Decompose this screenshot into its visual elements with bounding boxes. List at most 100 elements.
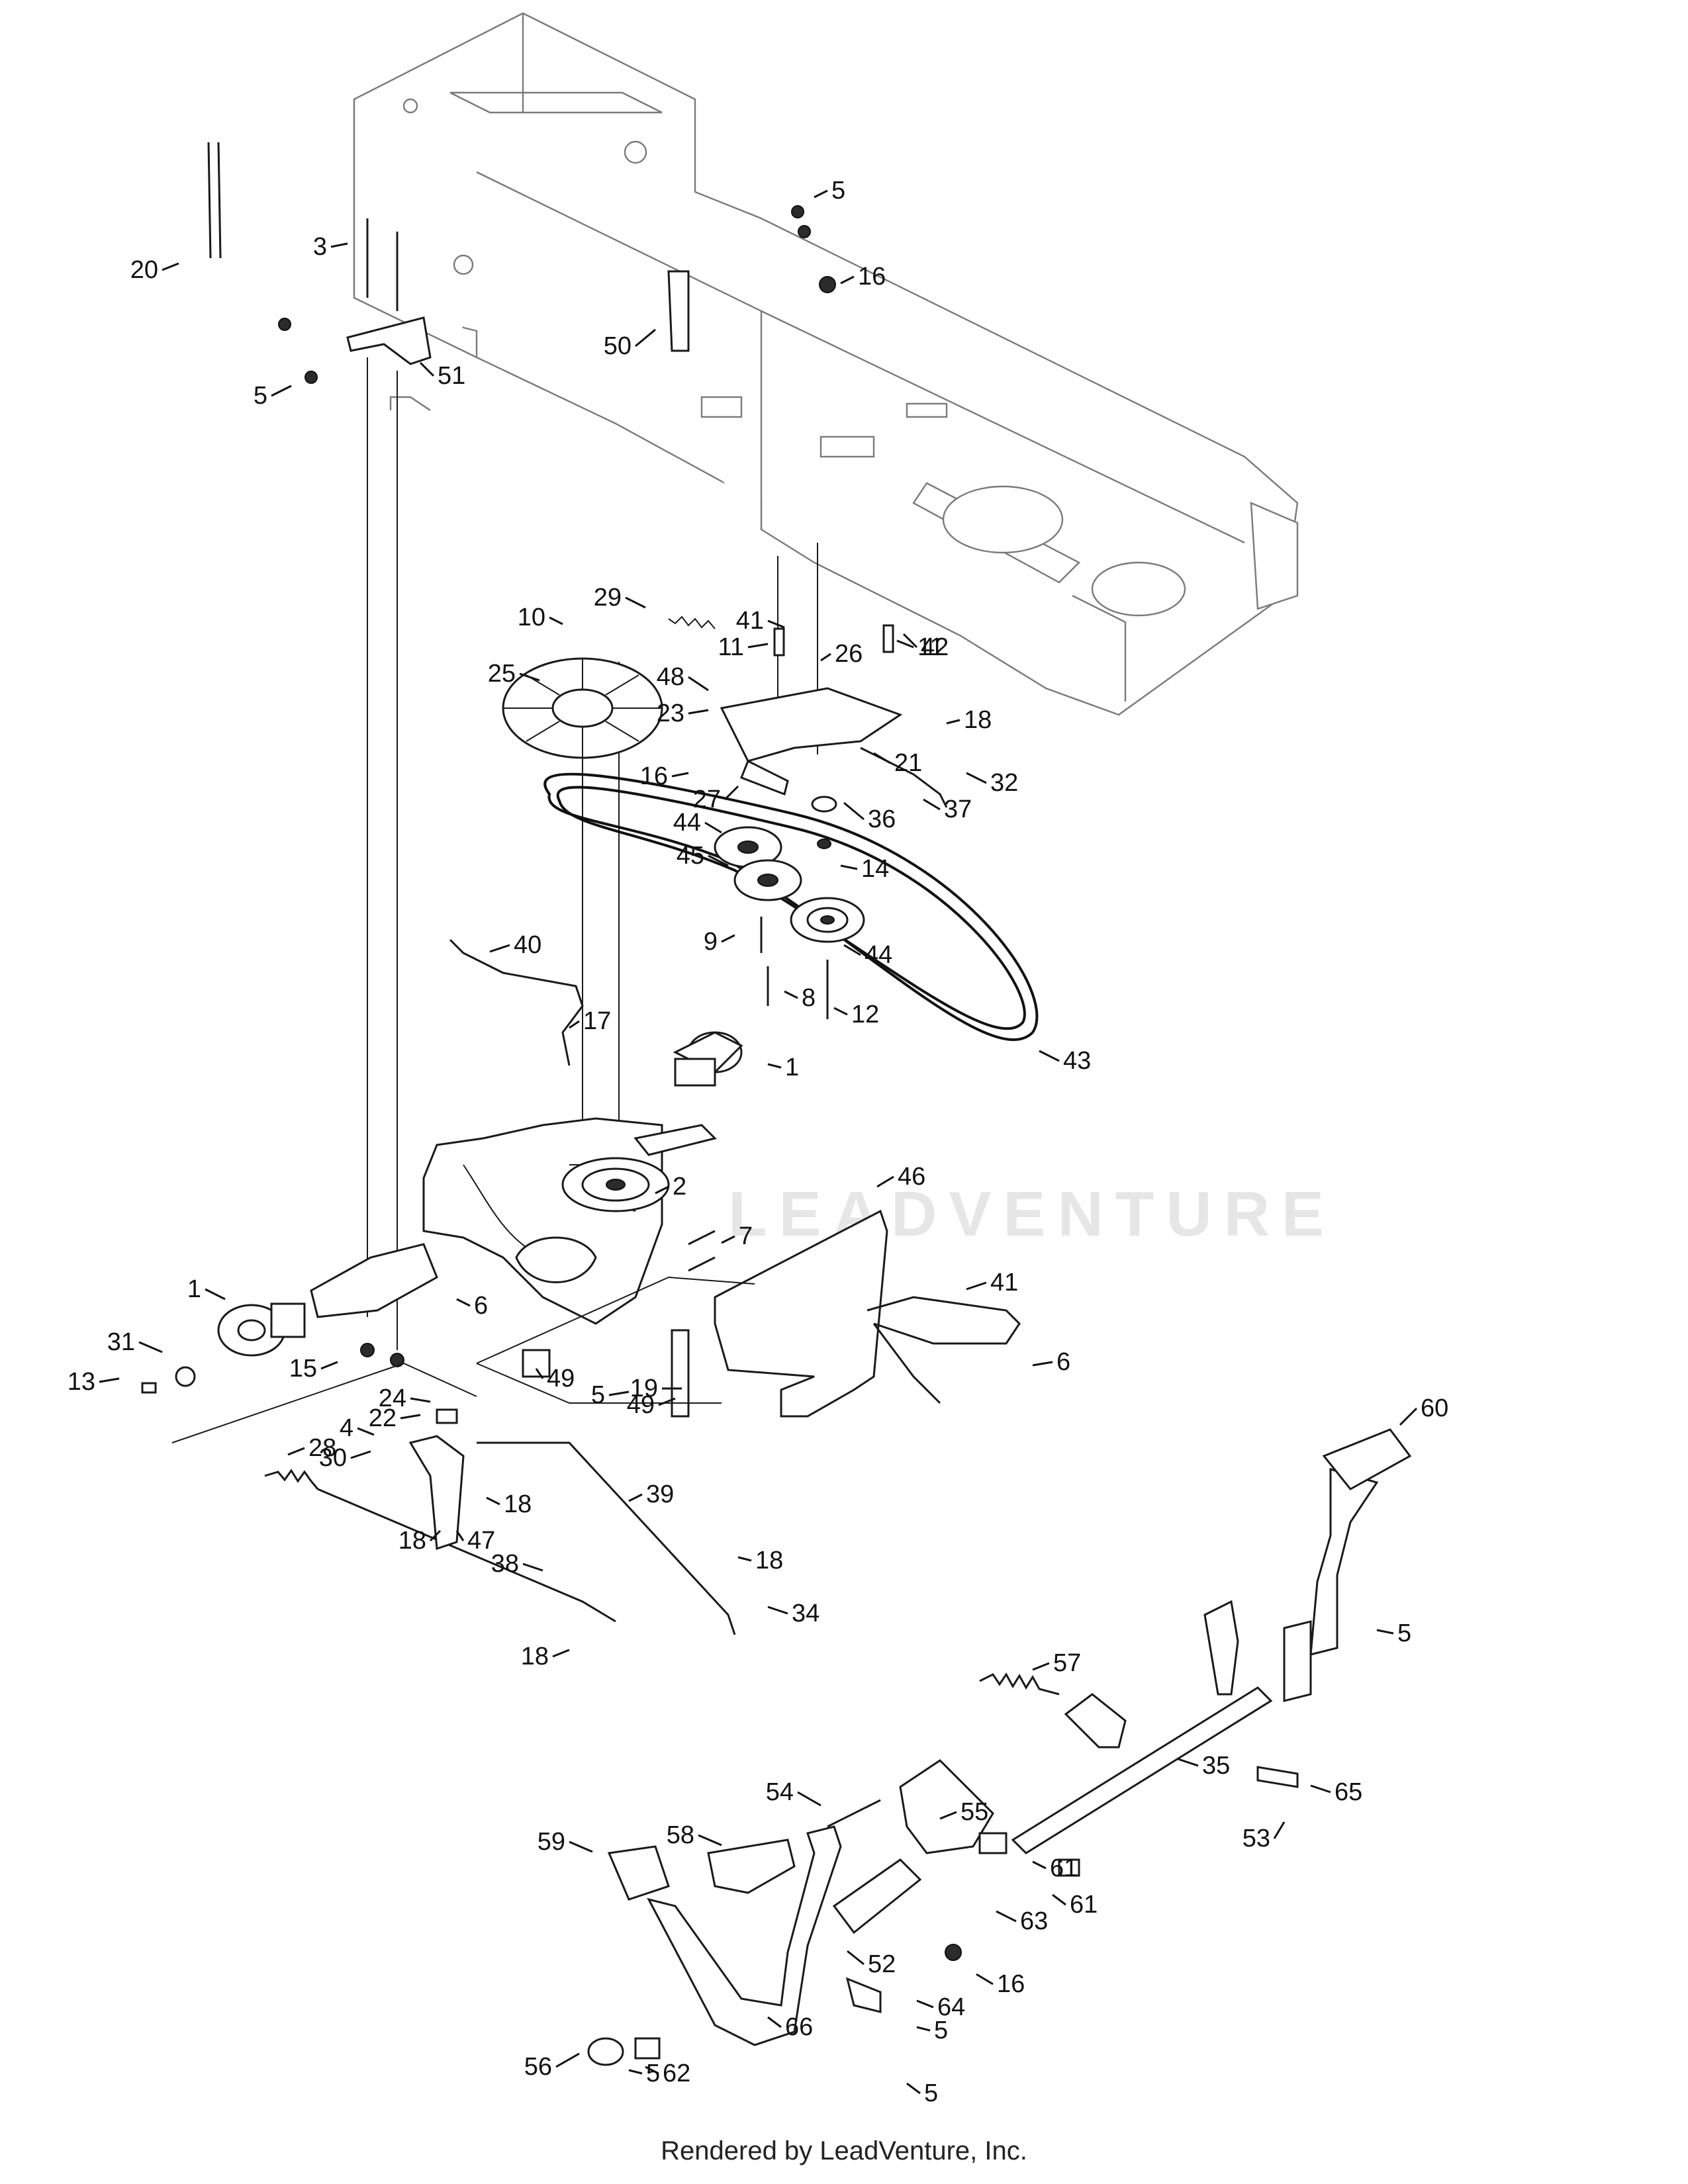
callout-number: 6: [1056, 1348, 1070, 1376]
leader-line: [429, 1529, 442, 1542]
callout-5: 5: [254, 382, 292, 410]
callout-number: 31: [107, 1328, 135, 1356]
callout-19: 19: [630, 1375, 682, 1402]
leader-line: [721, 1235, 735, 1244]
callout-number: 58: [667, 1821, 694, 1849]
callout-number: 13: [68, 1368, 95, 1396]
callout-17: 17: [569, 1007, 611, 1035]
callout-number: 49: [627, 1391, 655, 1419]
callout-number: 3: [313, 233, 327, 261]
callout-number: 21: [894, 749, 922, 777]
leader-line: [996, 1910, 1017, 1923]
callout-41: 41: [736, 607, 785, 635]
callout-number: 41: [736, 607, 764, 635]
leader-line: [840, 275, 855, 285]
bolt-7: [688, 1230, 716, 1272]
leader-line: [767, 1606, 788, 1615]
callout-number: 66: [785, 2013, 813, 2041]
callout-number: 7: [739, 1222, 753, 1250]
callout-number: 30: [319, 1444, 347, 1472]
callout-47: 47: [455, 1527, 495, 1555]
leader-line: [946, 719, 961, 725]
hub-51: [832, 1858, 922, 1934]
leader-line: [486, 1496, 500, 1506]
callout-12: 12: [833, 1001, 879, 1028]
callout-number: 18: [521, 1643, 549, 1670]
callout-11: 11: [896, 633, 943, 661]
rod-39: [449, 938, 584, 1066]
callout-34: 34: [767, 1600, 820, 1627]
callout-number: 43: [1063, 1047, 1091, 1075]
callout-number: 22: [369, 1404, 397, 1432]
callout-number: 62: [663, 2060, 690, 2087]
callout-22: 22: [369, 1404, 421, 1432]
callout-number: 5: [831, 177, 845, 205]
nut-15b: [390, 1353, 404, 1367]
callout-number: 54: [766, 1778, 794, 1806]
callout-5: 5: [814, 177, 845, 205]
callout-number: 56: [524, 2053, 552, 2081]
callout-number: 19: [630, 1375, 658, 1402]
leader-line: [357, 1427, 375, 1436]
leader-line: [455, 1530, 465, 1541]
callout-45: 45: [677, 842, 729, 870]
callout-8: 8: [784, 984, 816, 1012]
leader-line: [847, 1950, 865, 1966]
clip-23: [436, 1408, 458, 1424]
transaxle-2: [310, 1117, 717, 1325]
callout-20: 20: [130, 256, 179, 284]
footer-credit: Rendered by LeadVenture, Inc.: [661, 2136, 1027, 2165]
tractor-frame: [353, 12, 1299, 716]
spring-26: [740, 759, 789, 796]
callout-number: 45: [677, 842, 704, 870]
bracket-48: [522, 1349, 551, 1378]
callout-66: 66: [767, 2013, 813, 2041]
callout-5: 5: [591, 1381, 630, 1409]
callout-number: 48: [657, 663, 684, 691]
callout-number: 42: [921, 633, 949, 661]
bracket-56-mount: [1064, 1693, 1127, 1749]
leader-line: [1032, 1860, 1047, 1870]
callout-number: 5: [934, 2017, 948, 2044]
callout-51: 51: [419, 361, 465, 390]
leader-line: [1052, 1893, 1066, 1906]
leader-line: [628, 1493, 643, 1502]
leader-line: [1032, 1662, 1050, 1671]
callout-61: 61: [1032, 1854, 1078, 1882]
leader-line: [688, 676, 709, 692]
callout-number: 60: [1421, 1394, 1448, 1422]
leader-line: [635, 328, 656, 347]
leader-line: [628, 2069, 643, 2075]
leader-line: [906, 2082, 921, 2095]
callout-number: 26: [835, 640, 863, 668]
callout-number: 18: [755, 1547, 783, 1574]
callout-52: 52: [847, 1950, 896, 1978]
pedal-arm-65: [647, 1825, 842, 2046]
callout-number: 16: [858, 263, 886, 291]
leader-line: [916, 2026, 931, 2032]
leader-line: [843, 801, 865, 821]
rod-40: [867, 1296, 1021, 1404]
nut-15: [360, 1343, 375, 1357]
callout-6: 6: [456, 1292, 488, 1320]
leader-line: [698, 1834, 722, 1846]
leader-line: [820, 653, 831, 662]
leader-line: [1039, 1050, 1060, 1062]
callout-59: 59: [538, 1828, 593, 1856]
leader-line: [522, 1563, 543, 1572]
callout-number: 35: [1202, 1752, 1230, 1780]
pedal-pad-57: [707, 1839, 796, 1894]
callout-50: 50: [604, 328, 656, 360]
callout-number: 61: [1070, 1891, 1098, 1919]
callout-23: 23: [657, 700, 709, 727]
callout-5: 5: [628, 2060, 660, 2087]
callout-35: 35: [1178, 1752, 1230, 1780]
callout-number: 50: [604, 332, 632, 360]
callout-1: 1: [187, 1275, 226, 1303]
leader-line: [162, 262, 179, 271]
callout-number: 18: [964, 706, 992, 734]
callout-18: 18: [399, 1527, 442, 1555]
leader-line: [704, 821, 722, 834]
callout-5: 5: [916, 2017, 948, 2044]
